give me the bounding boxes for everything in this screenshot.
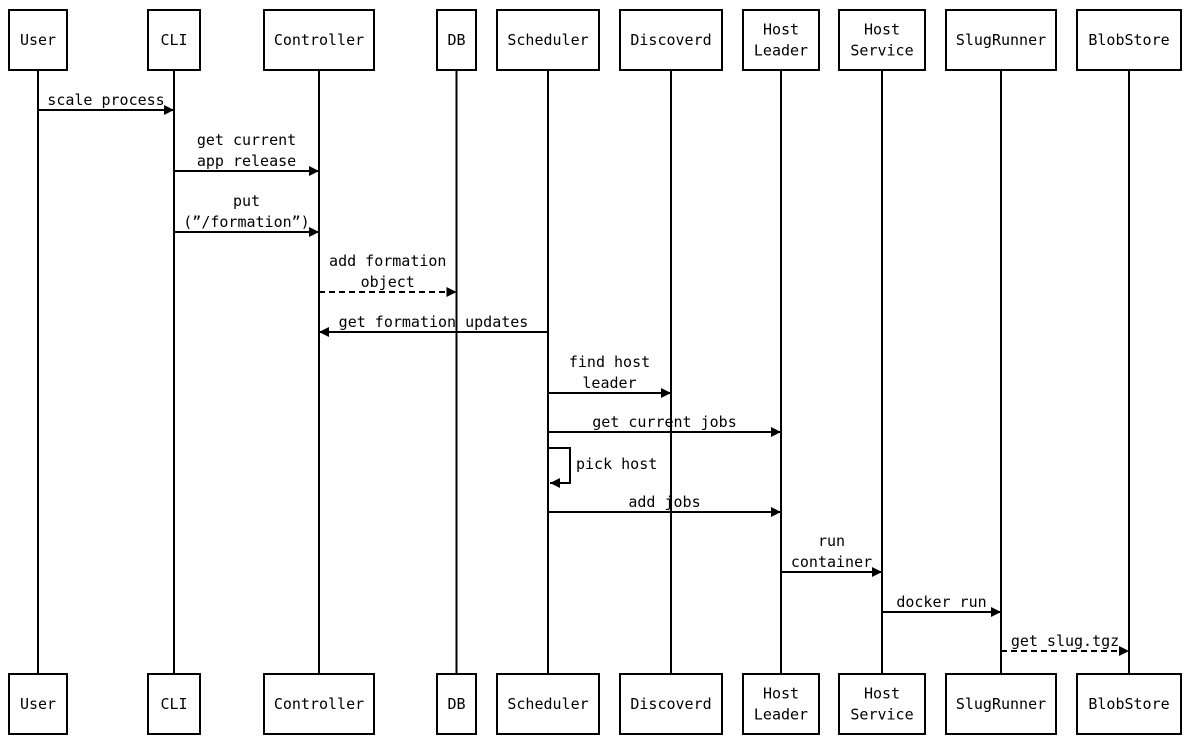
actor-label-host-service: Host: [864, 685, 900, 703]
message-label: add formation: [329, 252, 446, 270]
actor-label-discoverd: Discoverd: [630, 695, 711, 713]
self-message-arrow: [548, 447, 571, 488]
actor-label-db: DB: [447, 695, 465, 713]
message-label: container: [791, 553, 872, 571]
actor-box-top-controller: Controller: [263, 9, 375, 71]
actor-label-host-service: Service: [850, 706, 913, 724]
message-11: docker run: [882, 593, 1001, 617]
actor-box-top-scheduler: Scheduler: [496, 9, 600, 71]
message-label: get current: [197, 131, 296, 149]
actor-box-bottom-slugrunner: SlugRunner: [945, 673, 1057, 735]
actor-label-host-service: Service: [850, 42, 913, 60]
message-12: get slug.tgz: [1001, 632, 1129, 656]
actor-label-blobstore: BlobStore: [1088, 695, 1169, 713]
actor-box-top-slugrunner: SlugRunner: [945, 9, 1057, 71]
actor-box-top-discoverd: Discoverd: [619, 9, 723, 71]
actor-label-discoverd: Discoverd: [630, 31, 711, 49]
message-label: scale process: [47, 91, 164, 109]
actor-label-scheduler: Scheduler: [507, 695, 588, 713]
actor-label-cli: CLI: [160, 31, 187, 49]
message-4: add formation object: [319, 252, 457, 297]
message-1: scale process: [38, 91, 174, 115]
actor-box-bottom-controller: Controller: [263, 673, 375, 735]
message-label: pick host: [576, 455, 657, 473]
actor-label-user: User: [20, 695, 56, 713]
actor-box-bottom-cli: CLI: [147, 673, 201, 735]
actor-box-top-cli: CLI: [147, 9, 201, 71]
actor-label-scheduler: Scheduler: [507, 31, 588, 49]
message-label: leader: [582, 374, 636, 392]
actor-box-bottom-blobstore: BlobStore: [1076, 673, 1182, 735]
actor-label-blobstore: BlobStore: [1088, 31, 1169, 49]
actor-label-slugrunner: SlugRunner: [956, 695, 1046, 713]
message-label: docker run: [896, 593, 986, 611]
actor-label-host-leader: Host: [763, 21, 799, 39]
actor-box-bottom-discoverd: Discoverd: [619, 673, 723, 735]
actor-label-controller: Controller: [274, 31, 364, 49]
actor-label-cli: CLI: [160, 695, 187, 713]
message-label: app release: [197, 152, 296, 170]
message-label: add jobs: [628, 493, 700, 511]
message-8: pick host: [548, 447, 657, 488]
actor-box-bottom-user: User: [8, 673, 68, 735]
actor-label-host-service: Host: [864, 21, 900, 39]
actor-box-bottom-scheduler: Scheduler: [496, 673, 600, 735]
message-6: find host leader: [548, 353, 671, 398]
message-7: get current jobs: [548, 413, 781, 437]
actor-box-top-user: User: [8, 9, 68, 71]
message-label: get formation updates: [339, 313, 529, 331]
actor-label-host-leader: Host: [763, 685, 799, 703]
actor-label-user: User: [20, 31, 56, 49]
message-label: get slug.tgz: [1011, 632, 1119, 650]
message-label: find host: [569, 353, 650, 371]
message-label: object: [361, 273, 415, 291]
message-3: put (”/formation”): [174, 192, 319, 237]
message-label: get current jobs: [592, 413, 737, 431]
message-2: get current app release: [174, 131, 319, 176]
message-9: add jobs: [548, 493, 781, 517]
actor-box-top-blobstore: BlobStore: [1076, 9, 1182, 71]
actor-box-bottom-db: DB: [436, 673, 477, 735]
actor-label-host-leader: Leader: [754, 706, 808, 724]
message-label: (”/formation”): [183, 213, 309, 231]
actor-label-slugrunner: SlugRunner: [956, 31, 1046, 49]
actor-label-host-leader: Leader: [754, 42, 808, 60]
actor-label-controller: Controller: [274, 695, 364, 713]
message-label: run: [818, 532, 845, 550]
actor-label-db: DB: [447, 31, 465, 49]
message-5: get formation updates: [319, 313, 548, 337]
message-label: put: [233, 192, 260, 210]
message-10: run container: [781, 532, 882, 577]
actor-box-top-db: DB: [436, 9, 477, 71]
